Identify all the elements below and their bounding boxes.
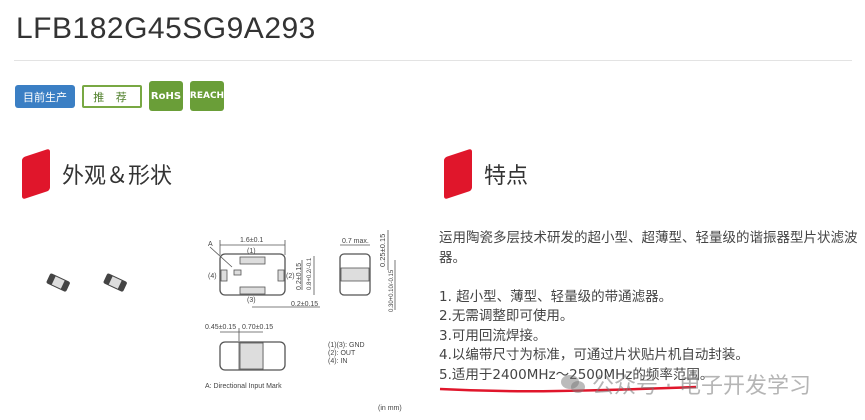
chip-image <box>103 273 127 292</box>
chip-image <box>46 273 70 292</box>
drawing-note: A: Directional Input Mark <box>205 383 282 390</box>
pin-label: (3) <box>247 297 256 304</box>
watermark: 公众号 · 电子开发学习 <box>560 368 811 400</box>
pin-label: (1) <box>247 248 256 255</box>
dim-length-label: 1.6±0.1 <box>240 237 263 244</box>
section-flag-icon <box>22 148 50 200</box>
dim-label: 0.2±0.15 <box>296 263 303 290</box>
dim-label: 0.2±0.15 <box>291 301 318 308</box>
feature-item: 5.适用于2400MHz～2500MHz的频率范围。 <box>439 366 714 383</box>
section-title: 外观＆形状 <box>62 164 173 189</box>
section-appearance: 外观＆形状 <box>22 148 173 200</box>
recommend-badge: 推 荐 <box>82 85 142 108</box>
reach-badge: REACH <box>190 81 224 111</box>
feature-item: 4.以编带尺寸为标准，可通过片状贴片机自动封装。 <box>439 347 749 363</box>
feature-item: 3.可用回流焊接。 <box>439 327 547 344</box>
features-text: 运用陶瓷多层技术研发的超小型、超薄型、轻量级的谐振器型片状滤波器。 1. 超小型… <box>439 229 859 385</box>
dim-label: 0.25±0.15 <box>378 234 387 267</box>
feature-item: 1. 超小型、薄型、轻量级的带通滤器。 <box>439 288 673 305</box>
pin-legend: (4): IN <box>328 358 347 365</box>
rohs-badge: RoHS <box>149 81 183 111</box>
dim-label: 0.70±0.15 <box>242 324 273 331</box>
unit-note: (in mm) <box>378 405 402 412</box>
status-badge: 目前生产 <box>15 85 75 108</box>
section-features: 特点 <box>444 148 529 200</box>
divider <box>14 60 852 61</box>
features-intro: 运用陶瓷多层技术研发的超小型、超薄型、轻量级的谐振器型片状滤波器。 <box>439 230 858 266</box>
pin-label: (2) <box>286 273 295 280</box>
red-underline <box>439 385 697 393</box>
product-title: LFB182G45SG9A293 <box>16 12 316 45</box>
pin-legend: (2): OUT <box>328 350 356 357</box>
dim-label: 0.30+0.10/-0.15 <box>389 269 395 312</box>
section-flag-icon <box>444 148 472 200</box>
pin-label: (4) <box>208 273 217 280</box>
pin-legend: (1)(3): GND <box>328 342 365 349</box>
section-title: 特点 <box>484 164 529 189</box>
feature-item: 2.无需调整即可使用。 <box>439 308 574 324</box>
dim-height-label: 0.7 max. <box>342 238 369 245</box>
dimension-drawing: 1.6±0.1 A (1) (2) (3) (4) 0.7 max. 0.2±0… <box>205 230 402 412</box>
watermark-text: 公众号 · 电子开发学习 <box>592 374 811 399</box>
wechat-icon <box>561 375 585 393</box>
dim-label: 0.8+0.2/-0.1 <box>307 257 313 290</box>
mark-a-label: A <box>208 241 213 248</box>
dim-label: 0.45±0.15 <box>205 324 236 331</box>
